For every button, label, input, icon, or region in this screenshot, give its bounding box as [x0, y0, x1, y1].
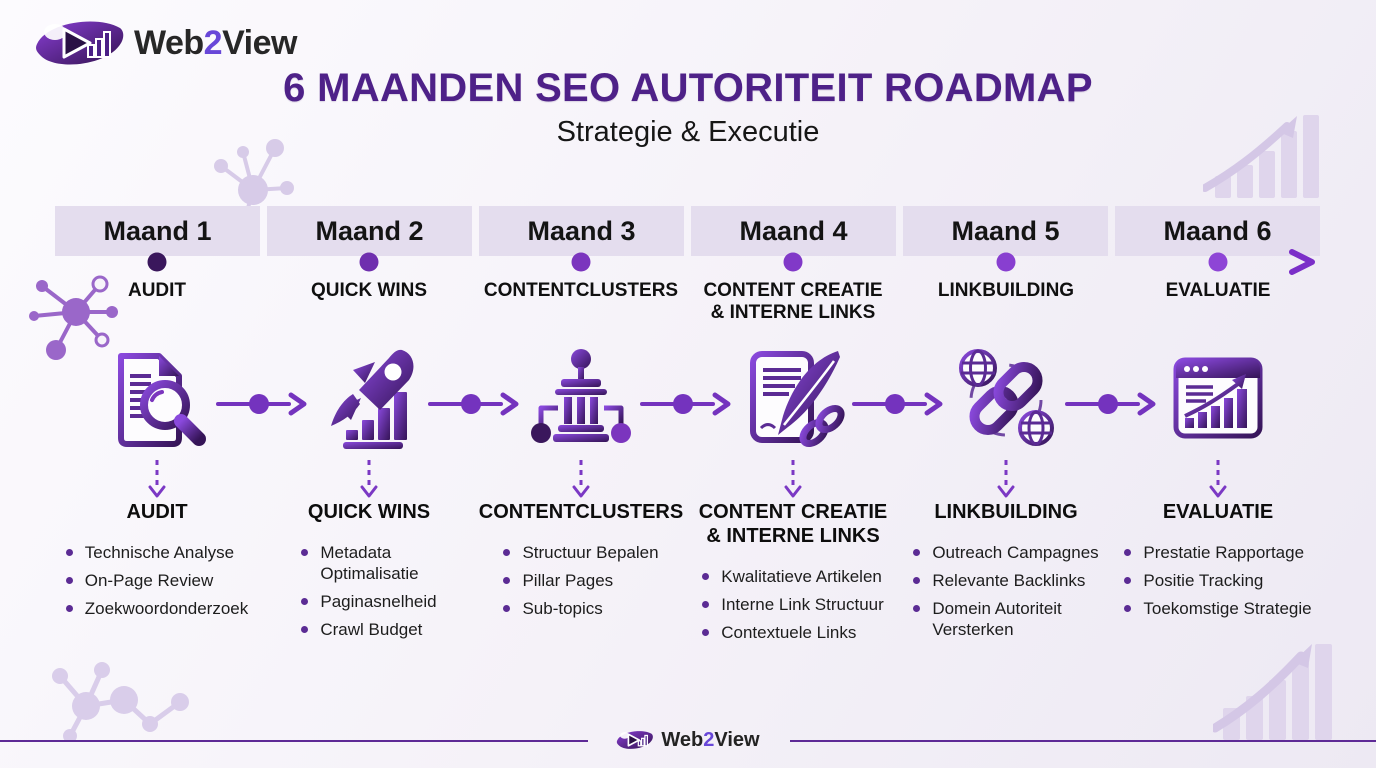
step-connector-arrow-2 [428, 392, 519, 416]
timeline-arrow [55, 249, 1315, 275]
list-item: Toekomstige Strategie [1124, 598, 1312, 619]
quill-document-link-icon [741, 346, 845, 450]
list-item: Positie Tracking [1124, 570, 1311, 591]
web2view-eye-logo-icon-small [617, 731, 654, 749]
list-item: Relevante Backlinks [913, 570, 1098, 591]
month-box-1: Maand 1 [55, 206, 260, 256]
section-heading-linkbuilding: LINKBUILDING [934, 501, 1078, 523]
section-heading-quick-wins: QUICK WINS [307, 501, 431, 523]
dashed-down-arrow-3 [572, 460, 590, 498]
dashed-down-arrow-1 [148, 460, 166, 498]
month-header-row: Maand 1 Maand 2 Maand 3 Maand 4 Maand 5 … [55, 206, 1320, 256]
analytics-browser-icon [1166, 346, 1270, 450]
list-item: Contextuele Links [702, 622, 884, 643]
step-connector-arrow-3 [640, 392, 731, 416]
category-label-linkbuilding: LINKBUILDING [937, 280, 1075, 301]
dashed-down-arrow-5 [997, 460, 1015, 498]
task-list-evaluatie: Prestatie Rapportage Positie Tracking To… [1106, 542, 1330, 626]
list-item: On-Page Review [65, 570, 248, 591]
pillar-structure-icon [529, 346, 633, 450]
page-title: 6 MAANDEN SEO AUTORITEIT ROADMAP [283, 66, 1093, 110]
dashed-down-arrow-6 [1209, 460, 1227, 498]
section-heading-contentclusters: CONTENTCLUSTERS [478, 501, 684, 523]
list-item: Technische Analyse [65, 542, 248, 563]
category-label-contentclusters: CONTENTCLUSTERS [483, 280, 679, 301]
brand-wordmark-footer: Web2View [661, 728, 760, 751]
list-item: Pillar Pages [503, 570, 658, 591]
list-item: Outreach Campagnes [913, 542, 1099, 563]
month-box-4: Maand 4 [691, 206, 896, 256]
dashed-down-arrow-4 [784, 460, 802, 498]
list-item: Kwalitatieve Artikelen [702, 566, 884, 587]
task-list-quick-wins: Metadata Optimalisatie Paginasnelheid Cr… [257, 542, 481, 647]
web2view-eye-logo-icon [36, 21, 124, 65]
growth-bars-decoration-top-right [1203, 115, 1319, 198]
step-connector-arrow-4 [852, 392, 943, 416]
growth-bars-decoration-bottom-right [1213, 644, 1332, 740]
category-label-audit: AUDIT [127, 280, 187, 301]
month-box-5: Maand 5 [903, 206, 1108, 256]
audit-document-magnifier-icon [105, 346, 209, 450]
list-item: Crawl Budget [301, 619, 436, 640]
molecule-decoration-bottom-left [52, 662, 189, 740]
month-box-6: Maand 6 [1115, 206, 1320, 256]
list-item: Prestatie Rapportage [1124, 542, 1311, 563]
task-list-content-creatie: Kwalitatieve Artikelen Interne Link Stru… [681, 566, 905, 650]
list-item: Sub-topics [503, 598, 658, 619]
footer-divider-right [790, 740, 1376, 742]
section-heading-content-creatie: CONTENT CREATIE & INTERNE LINKS [698, 501, 888, 547]
category-label-content-creatie: CONTENT CREATIE & INTERNE LINKS [703, 280, 883, 323]
list-item: Structuur Bepalen [503, 542, 659, 563]
step-connector-arrow-5 [1065, 392, 1156, 416]
brand-wordmark: Web2View [134, 23, 297, 62]
list-item: Zoekwoordonderzoek [65, 598, 248, 619]
list-item: Interne Link Structuur [702, 594, 884, 615]
list-item: Paginasnelheid [301, 591, 437, 612]
task-list-contentclusters: Structuur Bepalen Pillar Pages Sub-topic… [469, 542, 693, 626]
section-heading-audit: AUDIT [126, 501, 188, 523]
rocket-growth-icon [317, 346, 421, 450]
list-item: Domein Autoriteit Versterken [913, 598, 1098, 640]
chain-globes-icon [954, 346, 1058, 450]
dashed-down-arrow-2 [360, 460, 378, 498]
section-heading-evaluatie: EVALUATIE [1162, 501, 1274, 523]
footer-divider-left [0, 740, 588, 742]
molecule-decoration-left [29, 275, 118, 360]
brand-logo-top: Web2View [34, 14, 297, 72]
month-box-3: Maand 3 [479, 206, 684, 256]
list-item: Metadata Optimalisatie [301, 542, 436, 584]
task-list-audit: Technische Analyse On-Page Review Zoekwo… [45, 542, 269, 626]
category-label-quick-wins: QUICK WINS [310, 280, 428, 301]
step-connector-arrow-1 [216, 392, 307, 416]
task-list-linkbuilding: Outreach Campagnes Relevante Backlinks D… [894, 542, 1118, 647]
page-subtitle: Strategie & Executie [556, 116, 820, 148]
category-label-evaluatie: EVALUATIE [1165, 280, 1271, 301]
month-box-2: Maand 2 [267, 206, 472, 256]
brand-logo-footer: Web2View [0, 727, 1376, 753]
